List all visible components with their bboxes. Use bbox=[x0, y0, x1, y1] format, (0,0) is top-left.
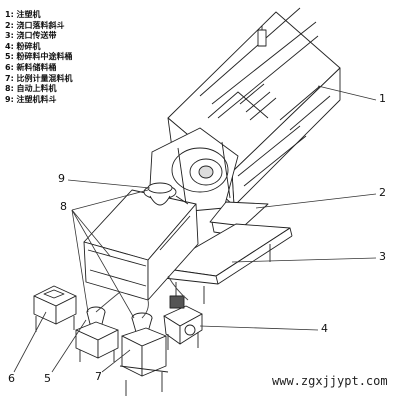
proportional-mixer bbox=[119, 327, 169, 396]
legend: 1: 注塑机 2: 浇口落料斜斗 3: 浇口传送带 4: 粉碎机 5: 粉碎料中… bbox=[5, 10, 125, 105]
callout-3: 3 bbox=[379, 250, 386, 263]
regrind-bin bbox=[75, 321, 119, 362]
granulator bbox=[163, 295, 203, 350]
legend-item: 3: 浇口传送带 bbox=[5, 31, 57, 41]
legend-item: 4: 粉碎机 bbox=[5, 41, 41, 51]
legend-item: 1: 注塑机 bbox=[5, 10, 41, 19]
callout-8: 8 bbox=[60, 200, 67, 213]
legend-item: 8: 自动上料机 bbox=[5, 84, 57, 94]
callout-4: 4 bbox=[321, 322, 328, 335]
callout-1: 1 bbox=[379, 92, 386, 105]
legend-item: 7: 比例计量混料机 bbox=[5, 73, 73, 83]
callout-6: 6 bbox=[8, 372, 15, 385]
watermark: www.zgxjjypt.com bbox=[272, 374, 388, 388]
legend-item: 2: 浇口落料斜斗 bbox=[5, 20, 65, 30]
new-material-bin bbox=[33, 285, 77, 332]
callout-2: 2 bbox=[379, 186, 386, 199]
legend-item: 6: 新料储料桶 bbox=[5, 62, 57, 72]
callout-9: 9 bbox=[58, 172, 65, 185]
auto-loader-box bbox=[83, 182, 199, 301]
feed-hoses bbox=[95, 275, 189, 319]
legend-item: 9: 注塑机料斗 bbox=[5, 94, 57, 104]
callout-7: 7 bbox=[95, 370, 102, 383]
callout-5: 5 bbox=[44, 372, 51, 385]
legend-item: 5: 粉碎料中途料桶 bbox=[5, 52, 73, 62]
leader-lines bbox=[13, 85, 377, 373]
